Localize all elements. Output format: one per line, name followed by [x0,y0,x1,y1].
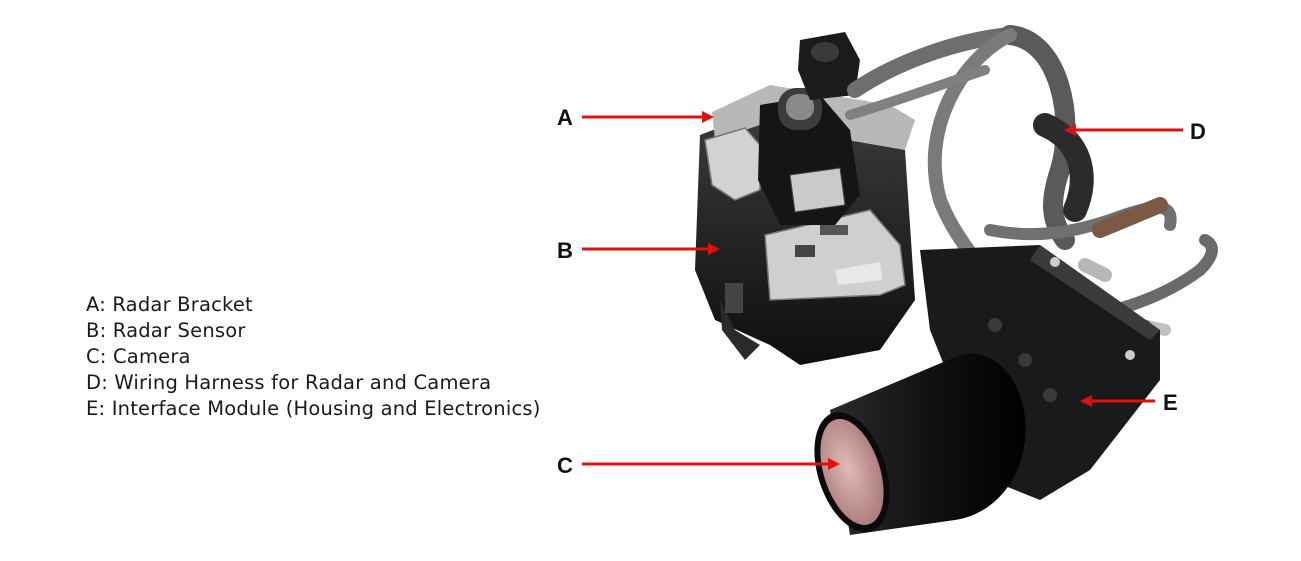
wiring-harness [845,25,1218,336]
legend-item-b: B: Radar Sensor [86,319,246,342]
legend-item-e: E: Interface Module (Housing and Electro… [86,397,541,420]
callout-e [1080,395,1155,407]
callout-letter-b: B [557,238,573,263]
callout-letter-c: C [557,453,573,478]
legend-item-d: D: Wiring Harness for Radar and Camera [86,371,492,394]
camera [814,353,1026,535]
callout-a [582,111,714,123]
legend-item-a: A: Radar Bracket [86,293,253,316]
callout-letter-e: E [1163,390,1178,415]
legend-item-c: C: Camera [86,345,191,368]
legend: A: Radar Bracket B: Radar Sensor C: Came… [86,292,541,422]
callout-c [582,458,840,470]
callout-letter-a: A [557,105,573,130]
callout-letter-d: D [1190,119,1206,144]
top-mount [798,32,860,100]
callout-b [582,243,720,255]
callout-d [1064,124,1183,136]
